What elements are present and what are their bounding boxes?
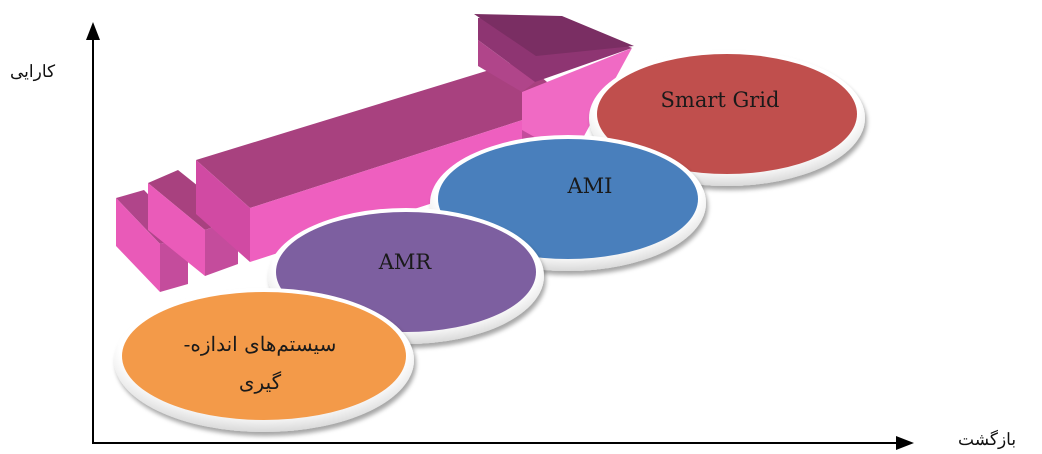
arrow-shaft-front [196,160,250,262]
arrow-block-1-front [116,198,160,292]
stage-metering [114,288,414,432]
stage-metering-fill [122,292,406,420]
arrow-block-2-front [148,183,205,276]
stage-metering-label: سیستم‌های اندازه- گیری [183,332,337,394]
axes [86,22,914,450]
growth-arrow [116,14,634,292]
stage-smart-grid-fill [597,54,857,174]
y-axis-label: کارایی [10,62,56,82]
arrow-head-top-upper [474,14,634,56]
x-axis-label: بازگشت [958,430,1017,450]
arrow-head-wing [478,40,535,92]
y-axis-arrowhead [86,22,100,40]
stage-ami-label: AMI [567,174,613,198]
x-axis-arrowhead [896,436,914,450]
arrow-head-front [522,48,632,158]
arrow-shaft-top [196,60,572,208]
stage-smart-grid-label: Smart Grid [660,88,780,112]
stage-amr-label: AMR [378,250,432,274]
